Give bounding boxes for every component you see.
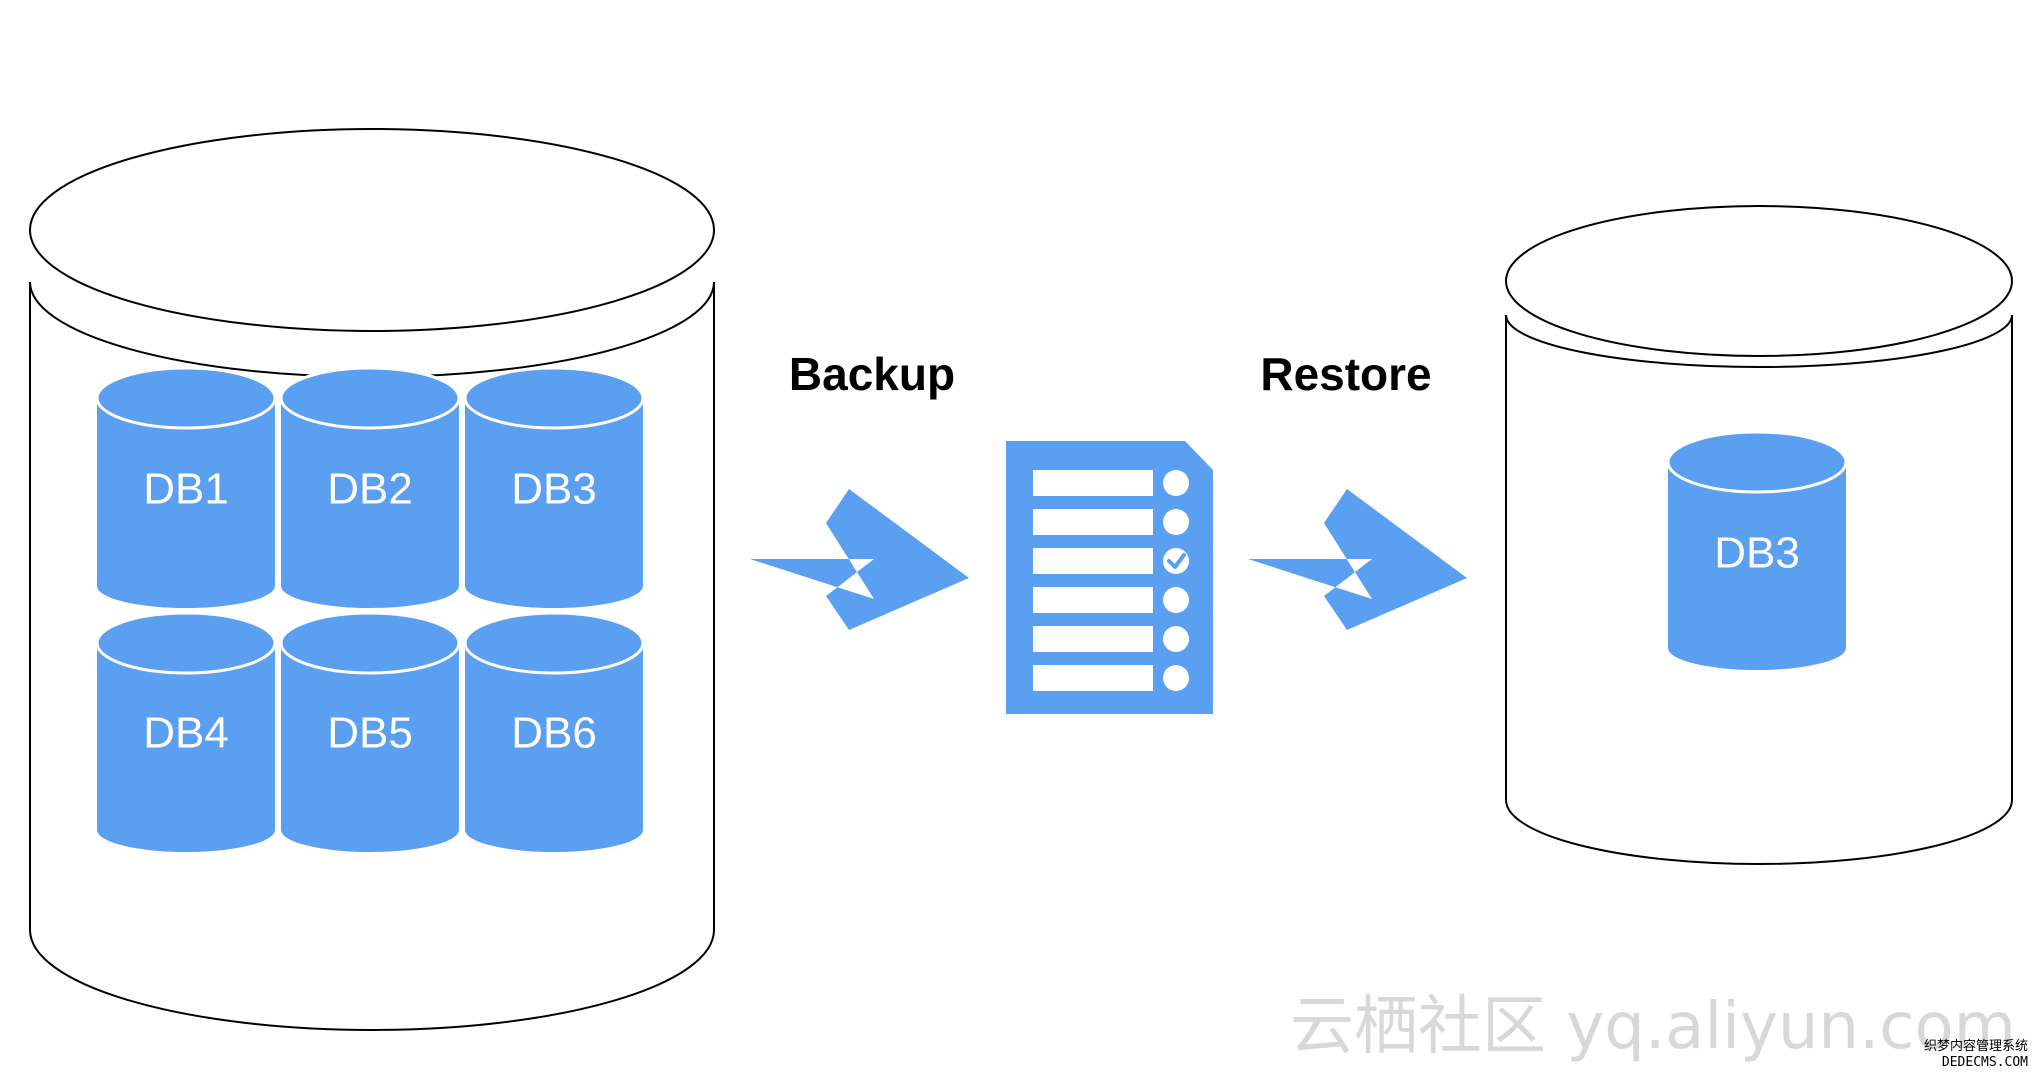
checklist-row-line xyxy=(1033,548,1153,574)
database-cylinder-db4: DB4 xyxy=(95,611,277,852)
checkmark-icon xyxy=(1167,553,1186,569)
checklist-row-line xyxy=(1033,587,1153,613)
backup-arrow-icon xyxy=(750,489,969,630)
database-cylinder-db5: DB5 xyxy=(279,611,461,852)
checklist-row-line xyxy=(1033,626,1153,652)
source-database-grid: DB1 DB2 DB3 DB4 DB5 DB6 xyxy=(95,366,645,852)
database-label: DB2 xyxy=(327,465,413,514)
restore-label: Restore xyxy=(1260,348,1431,400)
database-label: DB5 xyxy=(327,709,413,758)
database-label: DB6 xyxy=(511,709,597,758)
backup-label: Backup xyxy=(789,348,955,400)
database-cylinder-db2: DB2 xyxy=(279,366,461,608)
database-cylinder-db6: DB6 xyxy=(463,611,645,852)
circle-icon xyxy=(1163,626,1189,652)
corner-watermark-bottom: DEDECMS.COM xyxy=(1942,1055,2028,1070)
database-label: DB3 xyxy=(1714,529,1800,578)
circle-icon xyxy=(1163,470,1189,496)
database-label: DB1 xyxy=(143,465,229,514)
database-cylinder-db3: DB3 xyxy=(463,366,645,608)
source-cylinder-top xyxy=(29,128,715,332)
checklist-row-line xyxy=(1033,509,1153,535)
circle-icon xyxy=(1163,509,1189,535)
restored-database-cylinder: DB3 xyxy=(1666,430,1848,670)
checked-circle-icon xyxy=(1163,548,1189,574)
circle-icon xyxy=(1163,665,1189,691)
restore-arrow-icon xyxy=(1248,489,1467,630)
checklist-row-line xyxy=(1033,470,1153,496)
document-checklist xyxy=(1033,470,1189,691)
watermark-text: 云栖社区 yq.aliyun.com xyxy=(1290,990,2016,1064)
corner-watermark-top: 织梦内容管理系统 xyxy=(1924,1038,2028,1054)
backup-file-icon xyxy=(1006,441,1213,714)
database-label: DB3 xyxy=(511,465,597,514)
circle-icon xyxy=(1163,587,1189,613)
target-cylinder-top xyxy=(1505,205,2013,357)
checklist-row-line xyxy=(1033,665,1153,691)
database-label: DB4 xyxy=(143,709,229,758)
database-cylinder-db1: DB1 xyxy=(95,366,277,608)
